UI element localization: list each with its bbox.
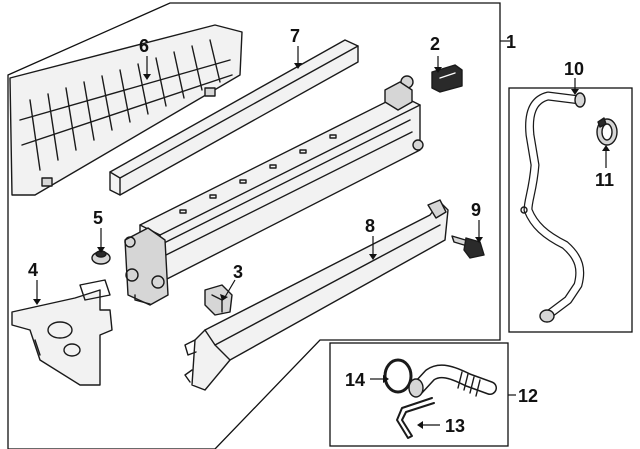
callout-14: 14	[345, 370, 365, 390]
callout-10: 10	[564, 59, 584, 79]
leader-arrowheads	[33, 63, 610, 429]
hose-clamp-part	[596, 117, 618, 146]
callout-12: 12	[518, 386, 538, 406]
upper-hose-part	[520, 91, 586, 323]
retaining-clip-part	[396, 397, 435, 439]
callout-11: 11	[595, 170, 614, 190]
seal-strip-part	[109, 39, 359, 196]
arrow-13	[417, 421, 423, 429]
arrow-14	[383, 375, 389, 383]
arrow-8	[369, 254, 377, 260]
arrow-9	[475, 237, 483, 243]
hose-connector-part	[408, 364, 497, 398]
o-ring-part	[383, 358, 413, 394]
grommet-part	[91, 250, 111, 265]
arrow-11	[602, 145, 610, 151]
main-assembly-frame	[7, 2, 501, 449]
radiator-part	[124, 75, 424, 306]
callout-3: 3	[233, 262, 243, 282]
callout-9: 9	[471, 200, 481, 220]
mount-block-part	[431, 64, 463, 93]
hose-assembly-frame	[508, 87, 633, 333]
arrow-2	[434, 67, 442, 73]
leader-3	[224, 279, 236, 298]
clip-part	[204, 284, 233, 316]
grille-shutter-part	[9, 24, 243, 196]
arrow-7	[294, 63, 302, 69]
callout-4: 4	[28, 260, 38, 280]
arrow-4	[33, 299, 41, 305]
callout-labels: 1 2 3 4 5 6 7 8 9 10 11 12 13 14	[28, 26, 614, 436]
arrow-10	[571, 89, 579, 95]
callout-13: 13	[445, 416, 465, 436]
lower-bracket-part	[11, 279, 113, 386]
callout-8: 8	[365, 216, 375, 236]
air-deflector-part	[184, 199, 449, 391]
callout-6: 6	[139, 36, 149, 56]
arrow-3	[220, 294, 228, 301]
arrow-5	[97, 247, 105, 253]
arrow-6	[143, 74, 151, 80]
callout-2: 2	[430, 34, 440, 54]
callout-7: 7	[290, 26, 300, 46]
callout-5: 5	[93, 208, 103, 228]
callout-1: 1	[506, 32, 516, 52]
